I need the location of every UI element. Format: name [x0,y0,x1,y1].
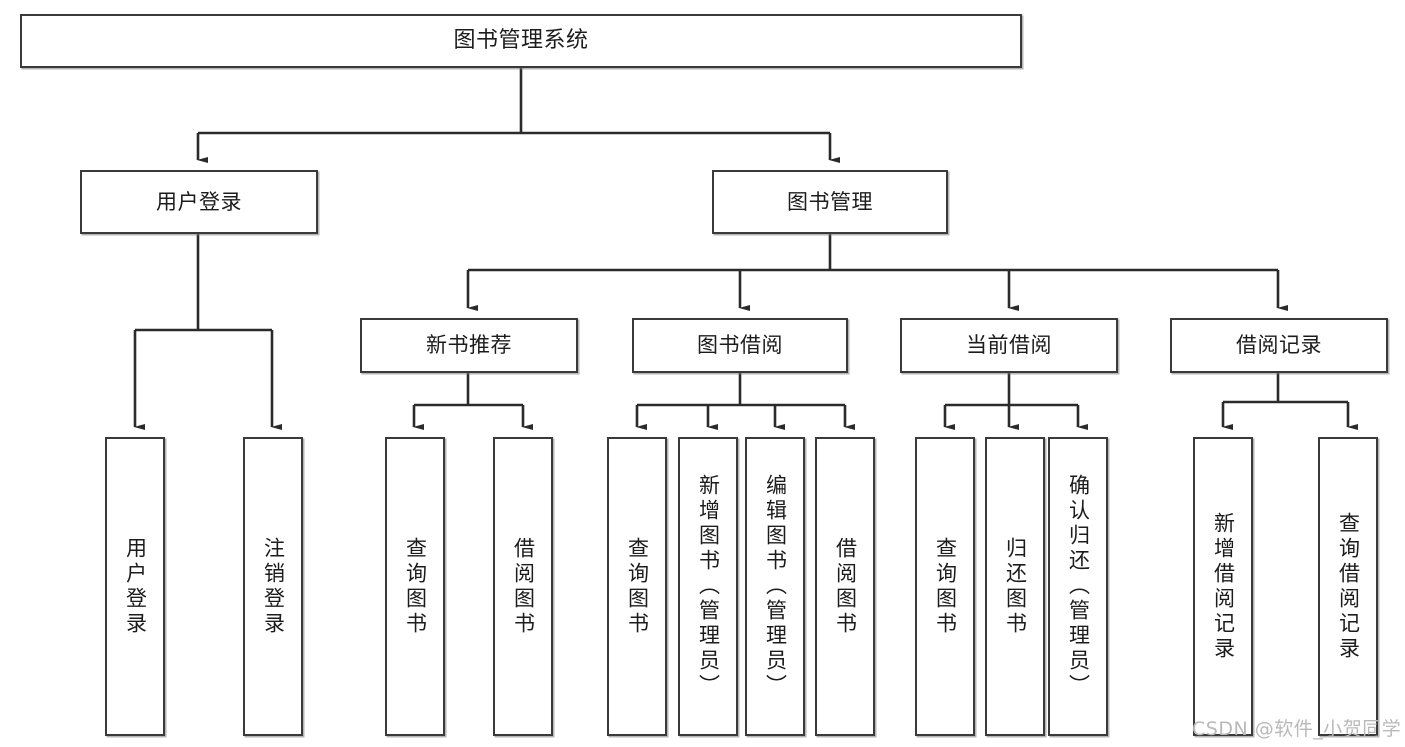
node-label: 当前借阅 [966,333,1052,358]
node-current-borrow[interactable]: 当前借阅 [900,318,1118,373]
node-label: 用户登录 [156,189,242,214]
node-label: 新书推荐 [426,333,512,358]
node-label: 图书管理系统 [453,28,589,54]
node-leaf-borrow-book-2[interactable]: 借阅图书 [815,437,875,736]
leaf-text-wrap: 借阅图书 [817,439,873,734]
node-label: 用户登录 [123,536,148,637]
node-label: 查询图书 [625,536,650,637]
node-leaf-logout[interactable]: 注销登录 [243,437,303,736]
node-label: 确认归还（管理员） [1066,474,1091,699]
node-leaf-edit-book[interactable]: 编辑图书（管理员） [745,437,805,736]
leaf-text-wrap: 归还图书 [987,439,1043,734]
node-leaf-return-book[interactable]: 归还图书 [985,437,1045,736]
node-leaf-user-login[interactable]: 用户登录 [105,437,165,736]
node-leaf-borrow-book-1[interactable]: 借阅图书 [493,437,553,736]
csdn-watermark: CSDN @软件_小贺同学 [1192,718,1402,740]
node-book-management[interactable]: 图书管理 [712,170,948,234]
leaf-text-wrap: 查询图书 [387,439,443,734]
node-label: 查询图书 [933,536,958,637]
node-label: 查询图书 [403,536,428,637]
leaf-text-wrap: 编辑图书（管理员） [747,439,803,734]
node-leaf-query-record[interactable]: 查询借阅记录 [1318,437,1378,736]
node-leaf-add-record[interactable]: 新增借阅记录 [1193,437,1253,736]
node-leaf-query-book-2[interactable]: 查询图书 [607,437,667,736]
node-label: 图书管理 [787,189,873,214]
node-label: 新增图书（管理员） [696,474,721,699]
leaf-text-wrap: 查询图书 [917,439,973,734]
leaf-text-wrap: 确认归还（管理员） [1050,439,1106,734]
leaf-text-wrap: 查询借阅记录 [1320,439,1376,734]
node-label: 编辑图书（管理员） [763,474,788,699]
node-label: 注销登录 [261,536,286,637]
node-label: 借阅图书 [511,536,536,637]
leaf-text-wrap: 用户登录 [107,439,163,734]
leaf-text-wrap: 新增借阅记录 [1195,439,1251,734]
leaf-text-wrap: 借阅图书 [495,439,551,734]
leaf-text-wrap: 查询图书 [609,439,665,734]
node-user-login[interactable]: 用户登录 [80,170,318,234]
node-label: 归还图书 [1003,536,1028,637]
node-label: 借阅图书 [833,536,858,637]
node-leaf-add-book[interactable]: 新增图书（管理员） [678,437,738,736]
node-new-book-recommend[interactable]: 新书推荐 [360,318,578,373]
node-label: 图书借阅 [697,333,783,358]
leaf-text-wrap: 注销登录 [245,439,301,734]
node-borrow-record[interactable]: 借阅记录 [1170,318,1388,373]
node-leaf-query-book-1[interactable]: 查询图书 [385,437,445,736]
node-root-system[interactable]: 图书管理系统 [20,14,1022,68]
node-book-borrow[interactable]: 图书借阅 [632,318,848,373]
leaf-text-wrap: 新增图书（管理员） [680,439,736,734]
node-leaf-query-book-3[interactable]: 查询图书 [915,437,975,736]
node-label: 查询借阅记录 [1336,511,1361,662]
node-leaf-confirm-return[interactable]: 确认归还（管理员） [1048,437,1108,736]
node-label: 新增借阅记录 [1211,511,1236,662]
node-label: 借阅记录 [1236,333,1322,358]
